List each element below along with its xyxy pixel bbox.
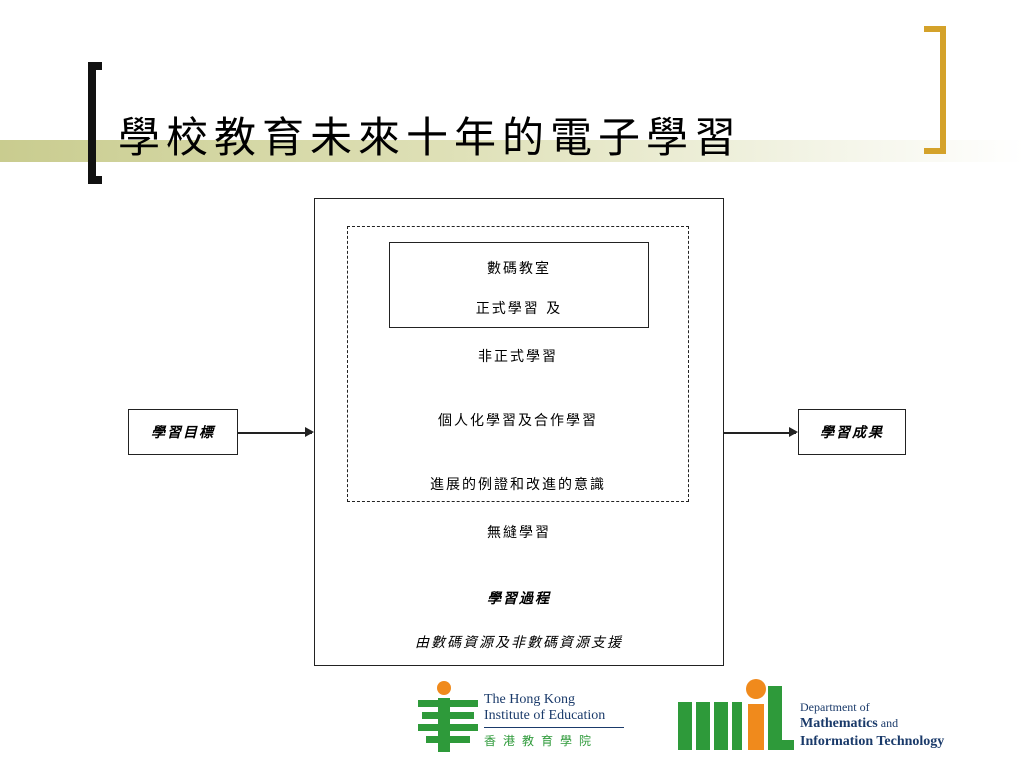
mit-name-line1: Department of [800,700,870,714]
mit-name-line2: Mathematics and [800,716,898,732]
learning-outcomes-box: 學習成果 [798,409,906,455]
left-bracket-decoration [88,62,102,184]
seamless-learning-label: 無縫學習 [487,525,551,541]
digital-classroom-label: 數碼教室 [487,261,551,277]
mit-name-line3: Information Technology [800,734,945,749]
hkied-chinese-name: 香 港 教 育 學 院 [484,734,594,748]
input-arrow [238,428,314,436]
mit-name-and: and [877,716,899,730]
digital-classroom-box [389,242,649,328]
learning-outcomes-label: 學習成果 [820,425,884,441]
learning-process-box [314,198,724,666]
title-underline-bar [0,140,1024,162]
slide-title: 學校教育未來十年的電子學習 [118,113,743,162]
hkied-name-line1: The Hong Kong [484,692,575,707]
mit-name-mathematics: Mathematics [800,716,878,731]
right-bracket-decoration [924,26,946,154]
hkied-logo-icon [418,681,478,752]
output-arrow [724,428,798,436]
learning-process-title: 學習過程 [487,591,551,607]
learning-goals-box: 學習目標 [128,409,238,455]
hkied-name-line2: Institute of Education [484,708,606,723]
hkied-divider [484,727,624,728]
learning-goals-label: 學習目標 [151,425,215,441]
dashed-region [347,226,689,502]
personalized-learning-label: 個人化學習及合作學習 [438,413,598,429]
formal-learning-label: 正式學習 及 [475,301,563,317]
mit-department-logo-icon [678,679,794,750]
evidence-improvement-label: 進展的例證和改進的意識 [430,477,606,493]
resource-support-label: 由數碼資源及非數碼資源支援 [415,635,623,651]
informal-learning-label: 非正式學習 [478,349,558,365]
